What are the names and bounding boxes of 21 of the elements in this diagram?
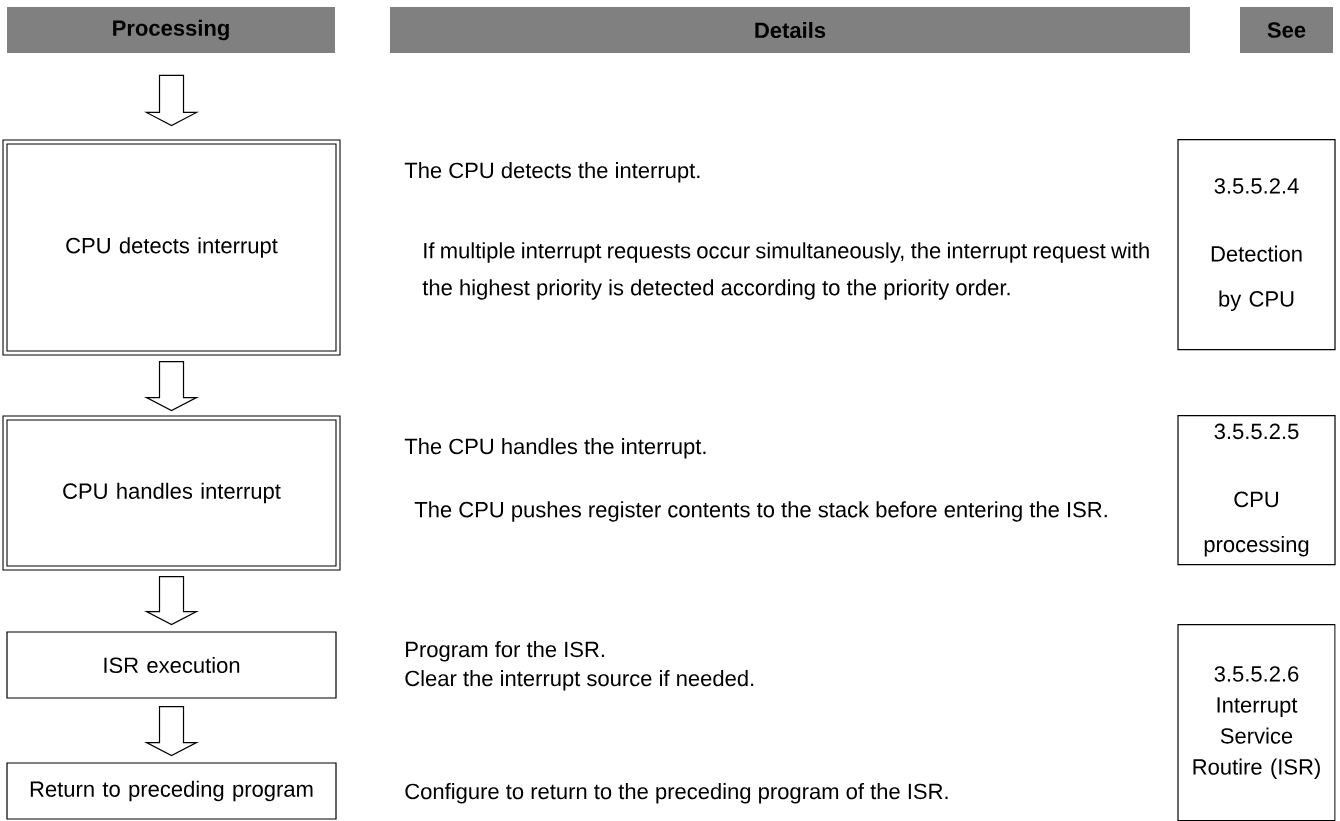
description-text: Configure to return to the preceding program of the ISR. [405, 783, 948, 804]
process-box: Return to preceding program [6, 762, 337, 820]
description-text: If multiple interrupt requests occur simultaneously, the interrupt request with the highest priority is detected according to the priority order. [422, 242, 1149, 300]
process-box: ISR execution [6, 631, 337, 699]
process-box: CPU handles interrupt [2, 415, 341, 571]
description-text: The CPU handles the interrupt. [404, 438, 706, 459]
reference-box: 3.5.5.2.5 CPU processing [1177, 415, 1336, 566]
column-header: See [1240, 7, 1333, 53]
column-header: Processing [7, 7, 335, 53]
column-header: Details [390, 7, 1190, 53]
process-box: CPU detects interrupt [2, 139, 341, 356]
block-arrow [144, 74, 199, 127]
block-arrow [144, 575, 199, 626]
description-text: The CPU detects the interrupt. [404, 162, 700, 183]
block-arrow [144, 706, 199, 757]
description-text: The CPU pushes register contents to the stack before entering the ISR. [414, 501, 1107, 522]
reference-box: 3.5.5.2.4 Detection by CPU [1177, 139, 1336, 351]
description-text: Program for the ISR. [406, 641, 604, 662]
block-arrow [144, 360, 199, 412]
reference-box: 3.5.5.2.6 Interrupt Service Routire (ISR) [1177, 624, 1336, 821]
description-text: Clear the interrupt source if needed. [405, 670, 754, 691]
